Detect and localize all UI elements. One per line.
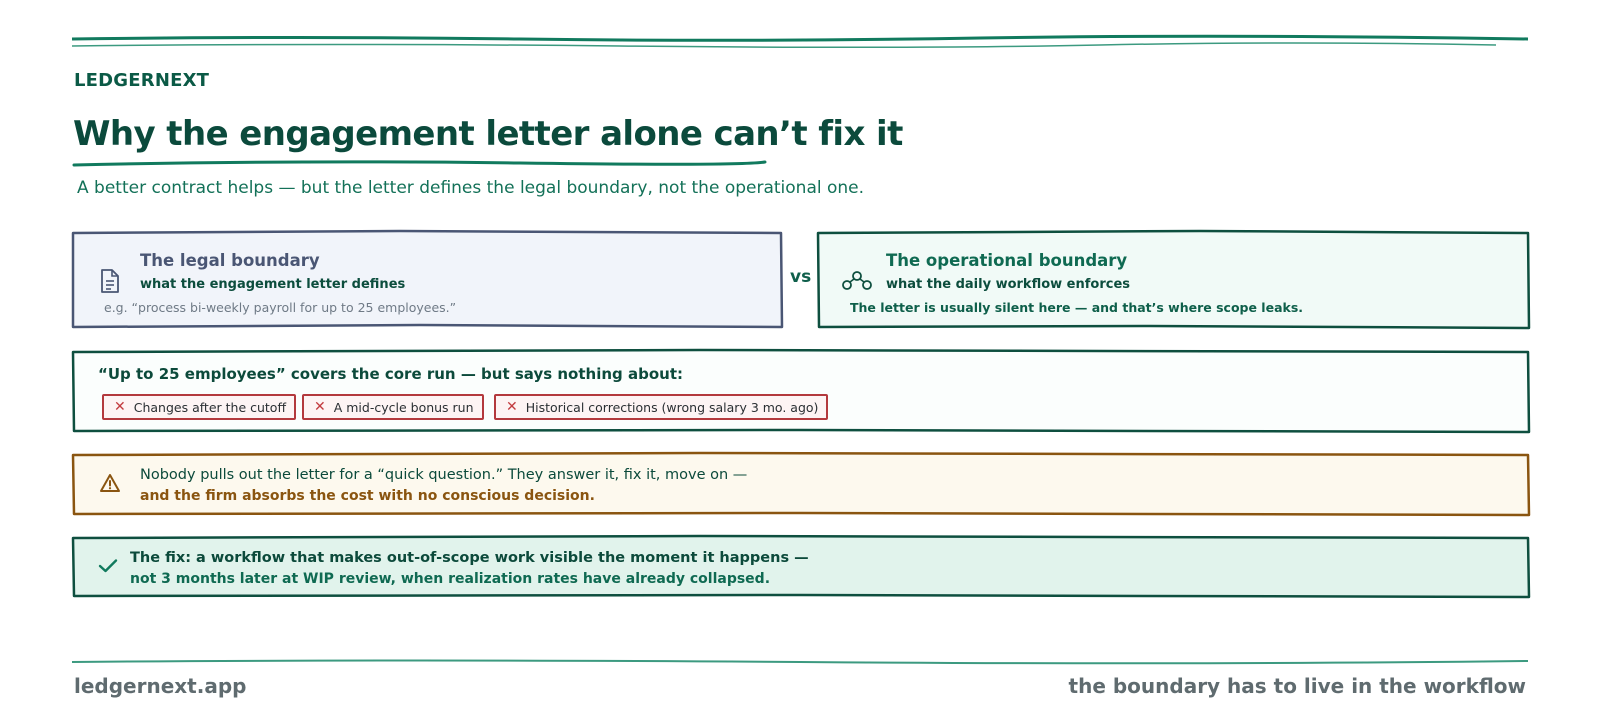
- x-mark-icon: ✕: [114, 399, 126, 415]
- scope-gap-item: ✕ Historical corrections (wrong salary 3…: [494, 394, 829, 420]
- operational-boundary-note: The letter is usually silent here — and …: [850, 300, 1304, 315]
- operational-boundary-subtitle: what the daily workflow enforces: [886, 277, 1131, 292]
- scope-gap-item: ✕ A mid-cycle bonus run: [302, 394, 484, 420]
- page-subtitle: A better contract helps — but the letter…: [77, 178, 865, 198]
- warning-text-line1: Nobody pulls out the letter for a “quick…: [140, 467, 748, 483]
- scope-gap-item: ✕ Changes after the cutoff: [102, 394, 297, 420]
- warning-text-line2: and the firm absorbs the cost with no co…: [140, 488, 595, 504]
- fix-text-line2: not 3 months later at WIP review, when r…: [130, 571, 771, 587]
- footer-tagline: the boundary has to live in the workflow: [1068, 674, 1526, 698]
- legal-boundary-title: The legal boundary: [140, 251, 320, 270]
- scope-gap-label: Historical corrections (wrong salary 3 m…: [525, 399, 819, 415]
- legal-boundary-example: e.g. “process bi-weekly payroll for up t…: [104, 300, 457, 315]
- scope-gap-label: A mid-cycle bonus run: [333, 399, 474, 415]
- x-mark-icon: ✕: [506, 399, 518, 415]
- fix-text-line1: The fix: a workflow that makes out-of-sc…: [130, 550, 809, 566]
- footer-site-link[interactable]: ledgernext.app: [74, 674, 247, 698]
- page-title: Why the engagement letter alone can’t fi…: [73, 114, 903, 154]
- warning-triangle-icon: [100, 474, 120, 492]
- document-icon: [101, 269, 119, 293]
- workflow-nodes-icon: [842, 271, 872, 290]
- scope-gap-label: Changes after the cutoff: [133, 399, 287, 415]
- x-mark-icon: ✕: [314, 399, 326, 415]
- operational-boundary-title: The operational boundary: [886, 251, 1128, 270]
- legal-boundary-subtitle: what the engagement letter defines: [140, 277, 406, 292]
- brand-name: LEDGERNEXT: [74, 70, 210, 91]
- checkmark-icon: [98, 559, 118, 573]
- scope-heading: “Up to 25 employees” covers the core run…: [98, 365, 683, 383]
- vs-label: vs: [790, 267, 812, 287]
